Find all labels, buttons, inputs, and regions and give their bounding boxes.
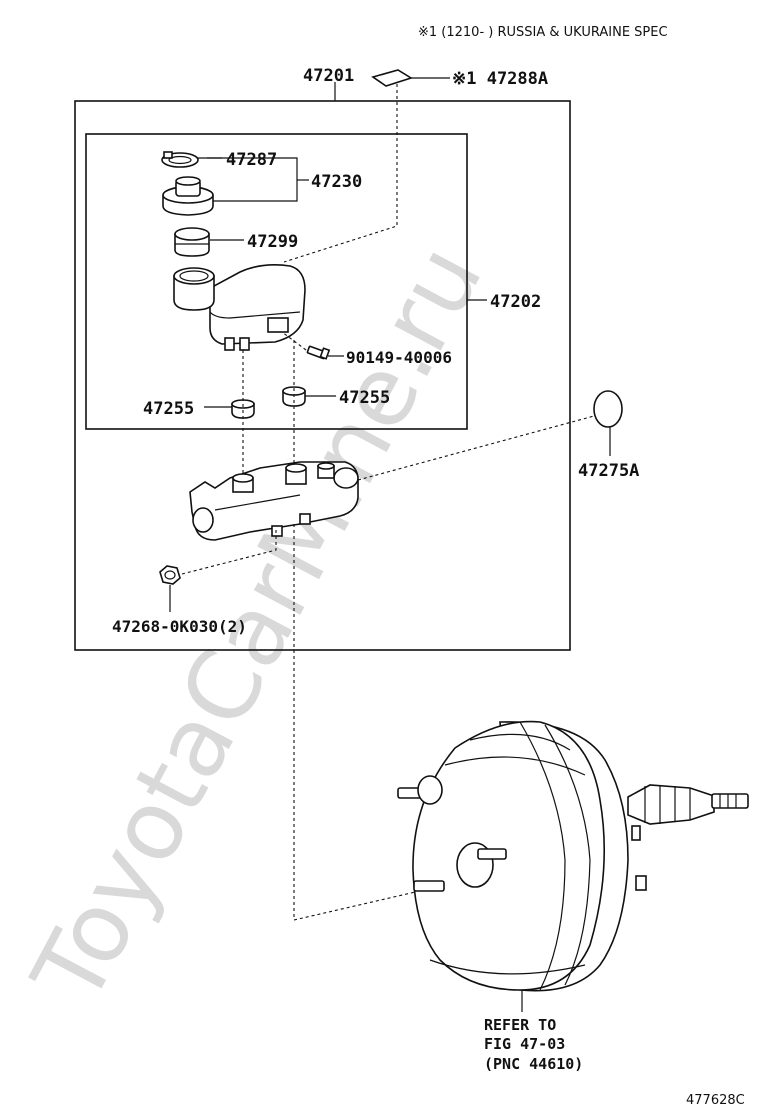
reservoir-tank-47202 [173,264,306,351]
label-47275A[interactable]: 47275A [578,461,639,481]
label-47255-right[interactable]: 47255 [339,388,390,408]
assembly-frame-47201 [74,100,571,651]
seal-ring-47287 [161,151,199,168]
label-47299[interactable]: 47299 [247,232,298,252]
label-plate-47288A [371,69,413,87]
grommet-47255-left [231,399,255,419]
reservoir-cap-47230 [162,176,214,216]
assembly-frame-47202 [85,133,468,430]
strainer-47299 [174,227,210,257]
o-ring-47275A [593,390,623,428]
figure-id: 477628C [686,1093,745,1108]
spec-note: ※1 (1210- ) RUSSIA & UKURAINE SPEC [418,25,668,40]
label-47230[interactable]: 47230 [311,172,362,192]
refer-line-3[interactable]: (PNC 44610) [484,1055,583,1073]
label-90149-40006[interactable]: 90149-40006 [346,348,452,367]
label-47202[interactable]: 47202 [490,292,541,312]
label-47287[interactable]: 47287 [226,150,277,170]
label-47201[interactable]: 47201 [303,66,354,86]
nut-47268-0K030 [159,565,181,585]
brake-booster [397,720,749,992]
refer-line-1[interactable]: REFER TO [484,1016,556,1034]
dash-to-booster [293,524,425,921]
dash-nut [181,530,277,575]
refer-line-2[interactable]: FIG 47-03 [484,1035,565,1053]
dash-o-ring [357,415,595,481]
master-cylinder [189,461,359,541]
label-47268-0K030[interactable]: 47268-0K030(2) [112,617,247,636]
label-47255-left[interactable]: 47255 [143,399,194,419]
label-47288A[interactable]: ※1 47288A [452,69,548,89]
screw-90149-40006 [306,345,331,360]
